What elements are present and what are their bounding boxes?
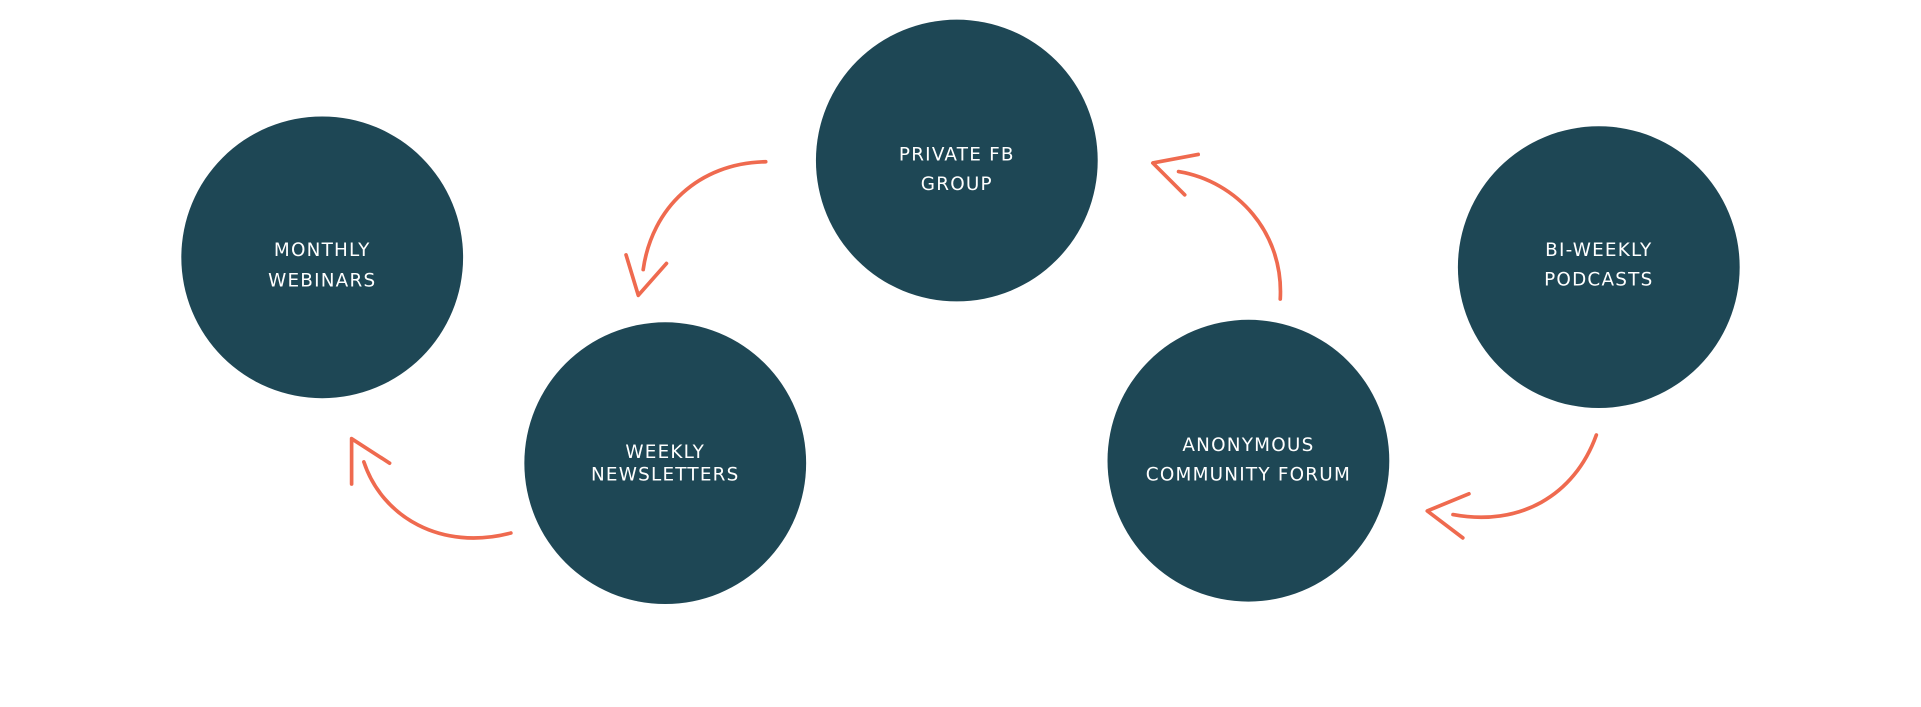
node-label: COMMUNITY FORUM bbox=[1146, 464, 1351, 485]
node-anonymous-community-forum: ANONYMOUS COMMUNITY FORUM bbox=[1107, 319, 1390, 602]
node-label: MONTHLY bbox=[274, 240, 371, 261]
node-label: BI-WEEKLY bbox=[1545, 240, 1652, 261]
arrow-private-to-weekly bbox=[624, 159, 768, 298]
node-weekly-newsletters: WEEKLY NEWSLETTERS bbox=[524, 322, 807, 605]
node-private-fb-group: PRIVATE FB GROUP bbox=[815, 19, 1098, 302]
arrow-anonymous-to-private bbox=[1151, 152, 1283, 301]
node-label: PRIVATE FB bbox=[899, 145, 1015, 166]
node-label: PODCASTS bbox=[1544, 270, 1653, 291]
arrow-biweekly-to-anonymous bbox=[1425, 433, 1599, 540]
node-monthly-webinars: MONTHLY WEBINARS bbox=[181, 116, 464, 399]
arrow-weekly-to-monthly bbox=[349, 436, 513, 540]
node-label: WEBINARS bbox=[268, 271, 376, 292]
node-label: GROUP bbox=[921, 174, 993, 195]
node-label: NEWSLETTERS bbox=[591, 464, 740, 485]
node-bi-weekly-podcasts: BI-WEEKLY PODCASTS bbox=[1457, 126, 1740, 409]
node-label: ANONYMOUS bbox=[1182, 435, 1314, 456]
node-label: WEEKLY bbox=[625, 442, 705, 463]
